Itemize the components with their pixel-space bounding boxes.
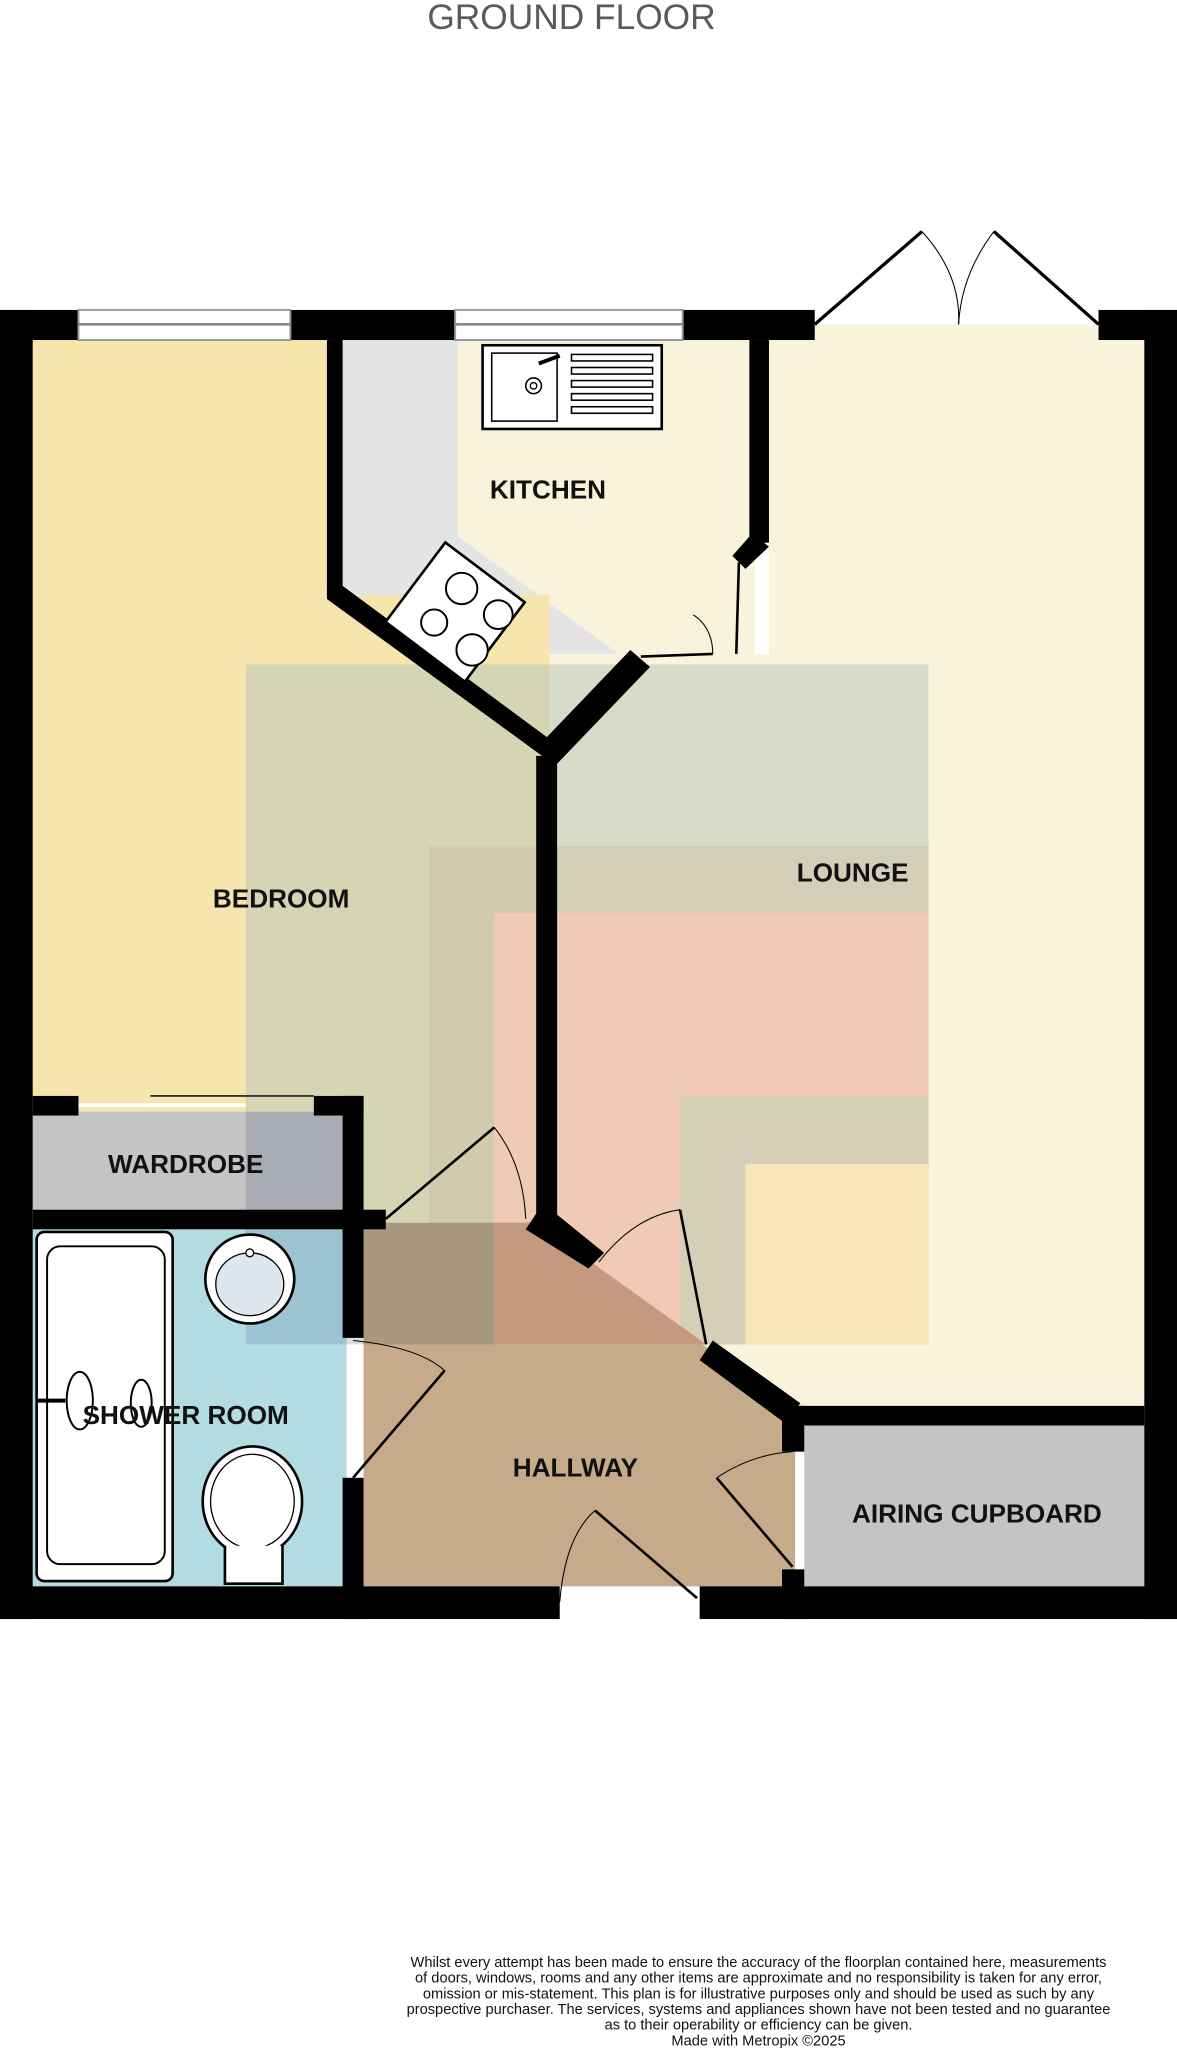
room-label-airing-cupboard: AIRING CUPBOARD: [852, 1498, 1102, 1528]
disclaimer-line: omission or mis-statement. This plan is …: [423, 1986, 1095, 2002]
disclaimer: Whilst every attempt has been made to en…: [407, 1955, 1111, 2048]
disclaimer-line: prospective purchaser. The services, sys…: [407, 2002, 1111, 2018]
walls: [0, 309, 1177, 1620]
basin-icon: [204, 1233, 296, 1325]
room-label-lounge: LOUNGE: [797, 857, 909, 887]
room-label-kitchen: KITCHEN: [490, 474, 606, 504]
kitchen-door: [640, 562, 741, 658]
front-door: [559, 1509, 698, 1603]
room-label-bedroom: BEDROOM: [213, 884, 350, 914]
shower-room-door: [352, 1339, 446, 1479]
bedroom-door: [384, 1126, 527, 1220]
lounge-door: [598, 1209, 708, 1345]
floor-title: GROUND FLOOR: [427, 0, 715, 37]
disclaimer-line: Whilst every attempt has been made to en…: [411, 1955, 1107, 1971]
hallway-overlay: [494, 1222, 707, 1345]
sink-icon: [481, 343, 664, 431]
room-label-hallway: HALLWAY: [513, 1452, 639, 1482]
window-kitchen: [454, 308, 684, 342]
disclaimer-line: of doors, windows, rooms and any other i…: [415, 1971, 1102, 1987]
window-bedroom: [77, 308, 292, 342]
credit: Made with Metropix ©2025: [671, 2033, 845, 2048]
room-label-wardrobe: WARDROBE: [108, 1149, 263, 1179]
wardrobe-overlay: [245, 1111, 347, 1210]
hob-icon: [383, 540, 527, 684]
overlay-tint: [745, 1163, 929, 1345]
airing-cupboard-area: [804, 1425, 1145, 1587]
airing-cupboard-door: [715, 1451, 794, 1568]
toilet-icon: [201, 1445, 304, 1586]
bath-icon: [35, 1230, 174, 1583]
french-doors: [813, 230, 1100, 326]
room-label-shower-room: SHOWER ROOM: [83, 1400, 289, 1430]
hallway-overlay: [363, 1222, 495, 1345]
disclaimer-line: as to their operability or efficiency ca…: [605, 2018, 913, 2034]
